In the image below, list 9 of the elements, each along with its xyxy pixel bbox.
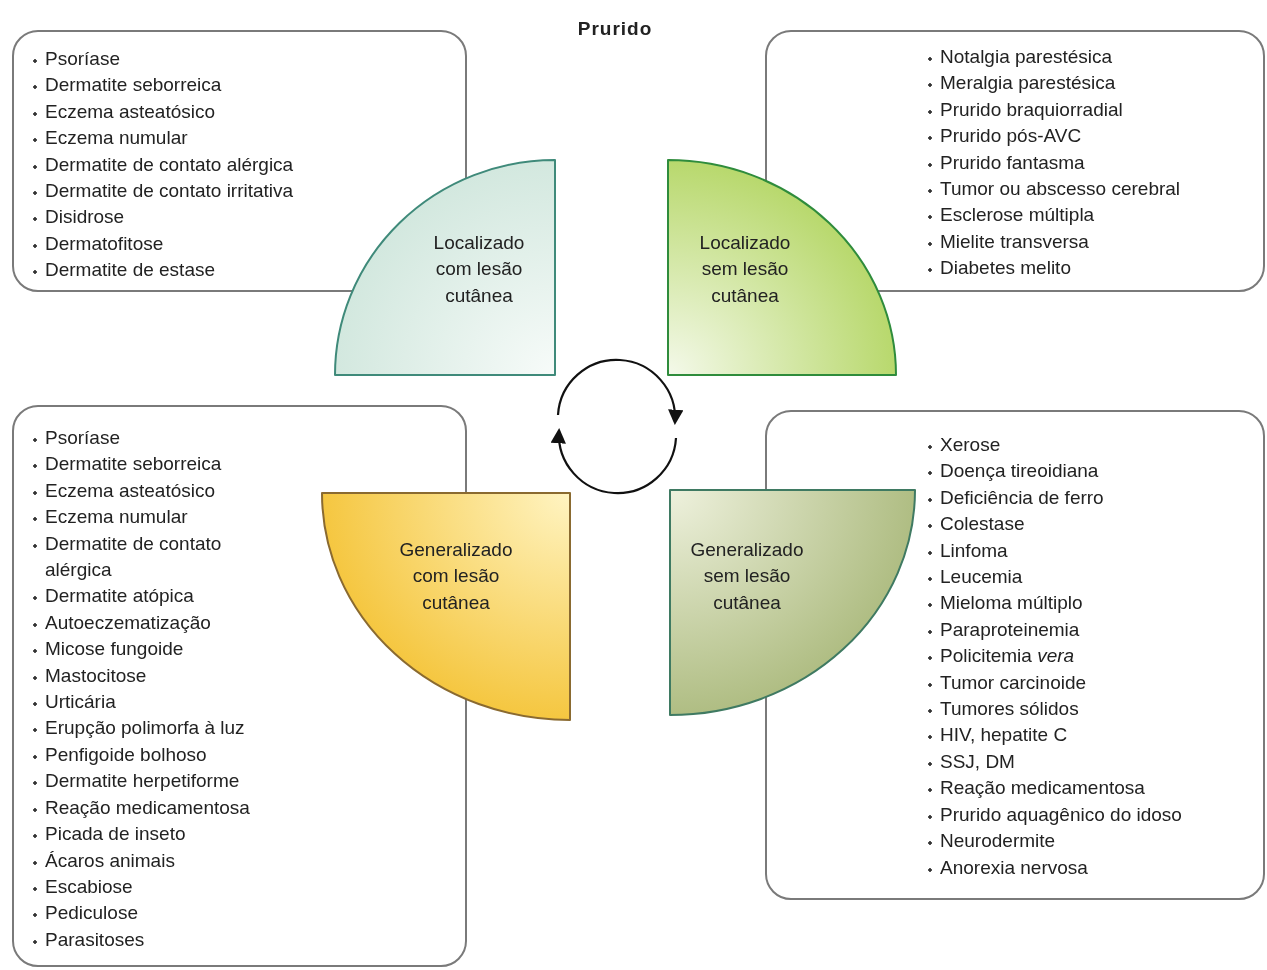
quadrant-shape <box>668 160 896 375</box>
category-label: Generalizado com lesão cutânea <box>398 538 514 615</box>
quadrant-shape <box>335 160 555 375</box>
quadrant-shape <box>670 490 915 715</box>
diagram-title: Prurido <box>576 18 654 40</box>
category-label: Localizado sem lesão cutânea <box>698 231 792 308</box>
category-label: Localizado com lesão cutânea <box>432 231 526 308</box>
category-label: Generalizado sem lesão cutânea <box>689 538 805 615</box>
quadrant-shape <box>322 493 570 720</box>
